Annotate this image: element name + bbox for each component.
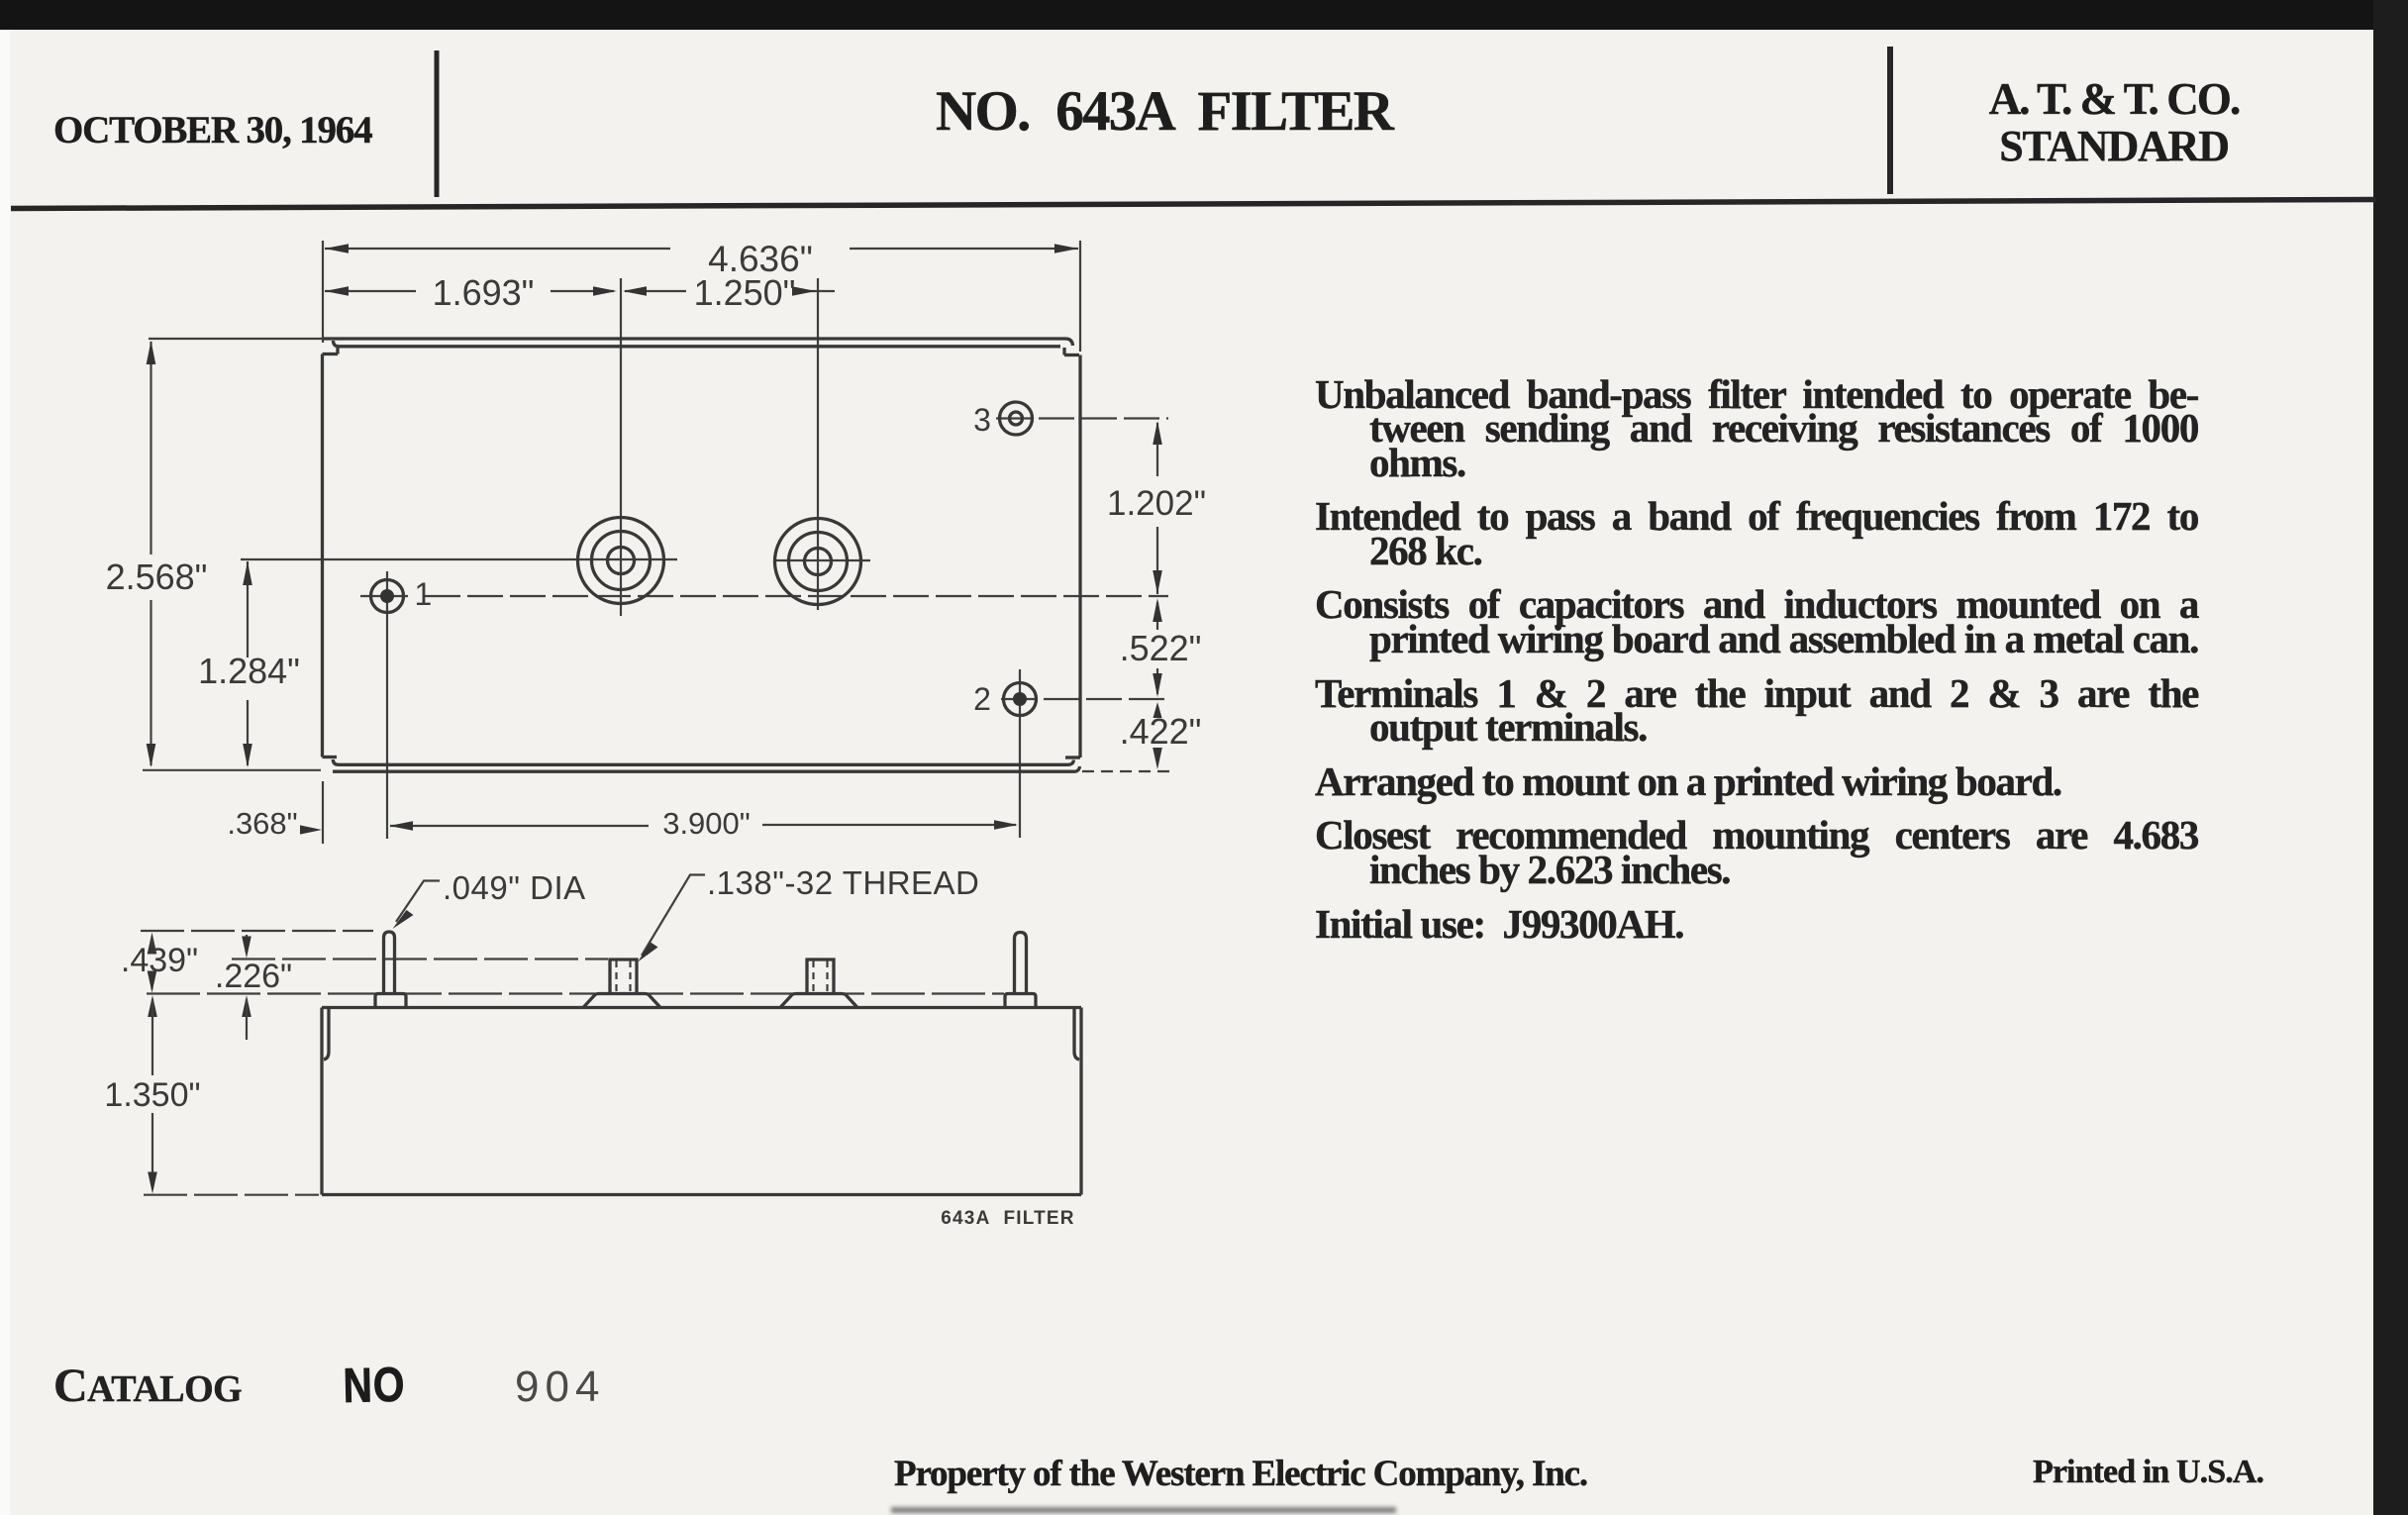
svg-text:643A FILTER: 643A FILTER xyxy=(941,1208,1074,1229)
svg-text:1.202": 1.202" xyxy=(1107,484,1206,523)
svg-text:.422": .422" xyxy=(1120,711,1202,752)
svg-text:3.900": 3.900" xyxy=(662,806,751,841)
svg-text:1.350": 1.350" xyxy=(104,1076,200,1114)
svg-text:1: 1 xyxy=(415,576,433,612)
svg-text:4.636": 4.636" xyxy=(708,239,813,279)
svg-text:.522": .522" xyxy=(1120,628,1202,668)
svg-text:3: 3 xyxy=(973,402,991,438)
svg-text:.138"-32 THREAD: .138"-32 THREAD xyxy=(707,864,979,901)
svg-text:2.568": 2.568" xyxy=(106,556,208,597)
svg-text:1.693": 1.693" xyxy=(433,272,535,313)
svg-text:1.284": 1.284" xyxy=(198,651,300,691)
svg-text:2: 2 xyxy=(973,681,991,717)
svg-text:.439": .439" xyxy=(121,942,198,979)
svg-text:1.250": 1.250" xyxy=(694,272,796,313)
svg-text:.368": .368" xyxy=(227,806,297,841)
svg-text:.049" DIA: .049" DIA xyxy=(443,869,586,906)
svg-text:.226": .226" xyxy=(215,958,292,995)
